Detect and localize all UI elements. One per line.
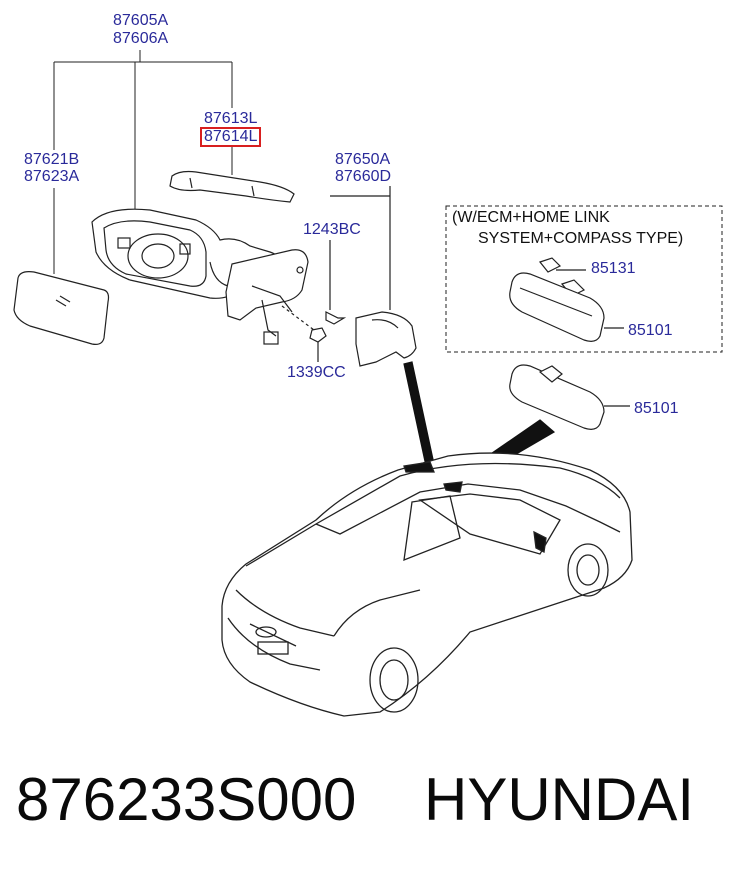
label-glass-b: 87623A	[24, 168, 80, 185]
part-number: 876233S000	[16, 766, 357, 833]
rear-mirror-part	[509, 364, 630, 430]
label-bolt: 1243BC	[303, 221, 361, 238]
label-glass-a: 87621B	[24, 151, 80, 168]
leader-main-mirror	[53, 50, 233, 278]
ecm-option-box	[445, 205, 723, 353]
label-cover-b-highlighted[interactable]: 87614L	[200, 127, 262, 147]
note-line-1: (W/ECM+HOME LINK	[452, 209, 610, 226]
label-main-mirror-b: 87606A	[113, 30, 169, 47]
inside-cover-part	[330, 186, 417, 367]
mirror-glass-part	[13, 271, 110, 345]
parts-diagram	[13, 50, 723, 717]
note-line-2: SYSTEM+COMPASS TYPE)	[478, 230, 684, 247]
car-illustration	[221, 452, 633, 717]
nut-part	[309, 327, 327, 362]
label-inside-a: 87650A	[335, 151, 391, 168]
brand-name: HYUNDAI	[424, 766, 695, 833]
bolt-part	[325, 240, 347, 325]
label-rear-mirror: 85101	[634, 400, 679, 417]
sensor-part	[538, 257, 586, 297]
label-sensor: 85131	[591, 260, 636, 277]
mirror-cover-part	[169, 170, 295, 203]
label-nut: 1339CC	[287, 364, 346, 381]
rear-mirror-ecm-part	[509, 272, 624, 342]
label-main-mirror-a: 87605A	[113, 12, 169, 29]
label-cover-a: 87613L	[204, 110, 258, 127]
label-rear-mirror-ecm: 85101	[628, 322, 673, 339]
callout-wedge-left	[403, 361, 435, 467]
mirror-bracket-part	[225, 249, 315, 345]
label-inside-b: 87660D	[335, 168, 392, 185]
